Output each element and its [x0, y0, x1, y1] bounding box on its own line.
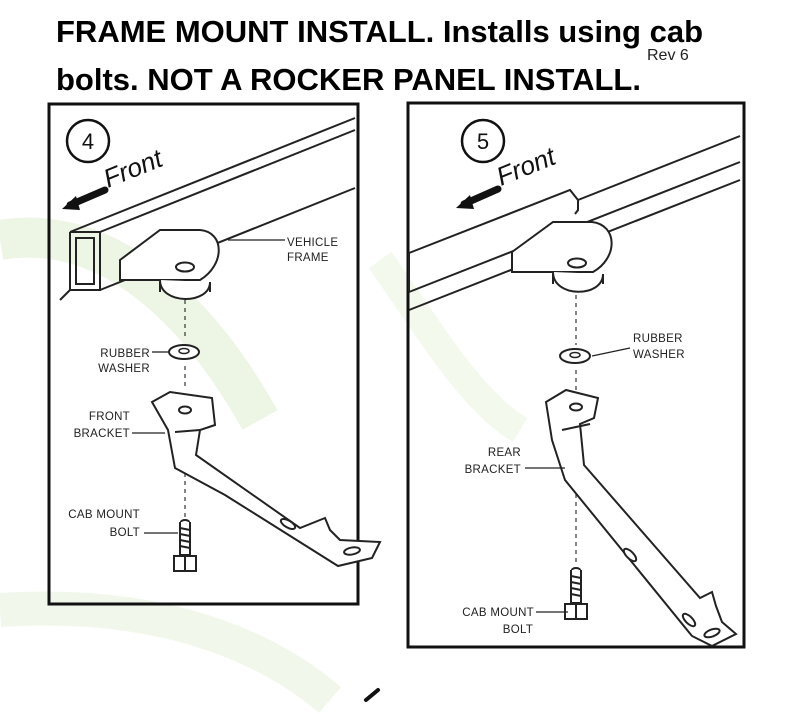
front-arrow-icon [456, 185, 502, 209]
label-rubber-washer-5-2: WASHER [633, 349, 685, 361]
frame-mount-tab-5 [511, 221, 613, 293]
title-line-2: bolts. NOT A ROCKER PANEL INSTALL. [56, 62, 641, 97]
leader-lines-4 [132, 239, 285, 534]
stray-arrow-icon [364, 688, 380, 702]
front-label-4: Front [99, 142, 168, 193]
label-rubber-washer-4-1: RUBBER [100, 348, 150, 360]
vehicle-frame-rail-4 [59, 117, 356, 301]
rear-bracket-5 [544, 388, 738, 648]
rubber-washer-4 [168, 344, 200, 360]
title-line-1: FRAME MOUNT INSTALL. Installs using cab [56, 14, 704, 49]
label-vehicle-frame-2: FRAME [287, 252, 329, 264]
label-cab-mount-bolt-5-2: BOLT [503, 624, 533, 636]
step-5-circle [460, 118, 506, 164]
revision-label: Rev 6 [647, 47, 689, 64]
label-front-bracket-2: BRACKET [74, 428, 130, 440]
label-cab-mount-bolt-5-1: CAB MOUNT [462, 607, 534, 619]
leader-lines-5 [525, 347, 631, 613]
front-bracket-4 [150, 390, 382, 568]
cab-mount-bolt-5 [564, 567, 588, 620]
step-5-number: 5 [477, 129, 489, 154]
label-rear-bracket-1: REAR [488, 447, 521, 459]
frame-mount-tab-4 [119, 229, 220, 300]
label-cab-mount-bolt-4-1: CAB MOUNT [68, 509, 140, 521]
label-cab-mount-bolt-4-2: BOLT [110, 527, 140, 539]
label-rear-bracket-2: BRACKET [465, 464, 521, 476]
step-4-circle [65, 118, 111, 164]
panel-5: 5 Front [406, 101, 746, 649]
panel-4-border [47, 102, 360, 606]
label-vehicle-frame-1: VEHICLE [287, 237, 338, 249]
panel-4: 4 Front [47, 102, 382, 606]
rubber-washer-5 [559, 348, 591, 364]
label-rubber-washer-5-1: RUBBER [633, 333, 683, 345]
step-4-number: 4 [82, 129, 94, 154]
label-front-bracket-1: FRONT [89, 411, 130, 423]
label-rubber-washer-4-2: WASHER [98, 363, 150, 375]
panel-5-border [406, 101, 746, 649]
cab-mount-bolt-4 [173, 519, 197, 572]
front-arrow-icon [62, 186, 109, 210]
